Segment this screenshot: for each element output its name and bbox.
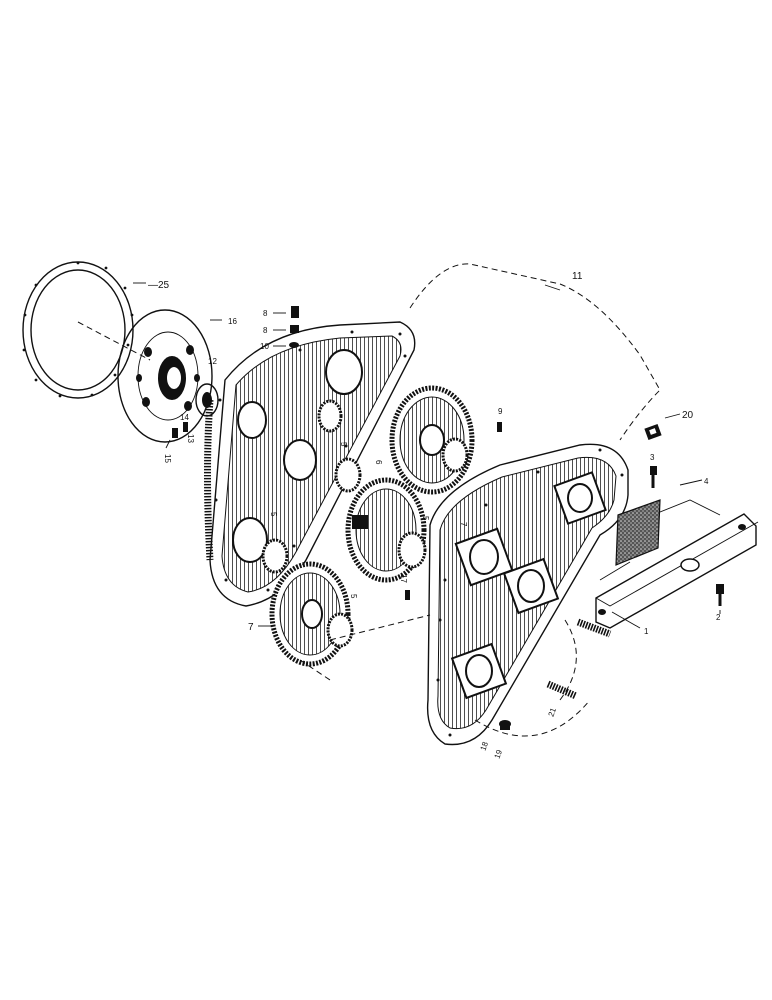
callout-13: 13 [186,434,195,443]
callout-7a: 7 [459,522,468,527]
callout-9: 9 [498,407,503,416]
callout-17: 17 [399,574,408,583]
gasket-ring [22,261,134,399]
callout-6: 6 [374,460,383,465]
coupling-disc [117,309,213,443]
lower-gear [269,561,354,667]
dowel-pins [405,422,502,600]
callout-3: 3 [650,453,655,462]
bolt-3-and-clip [644,423,662,488]
top-bolts [273,306,299,348]
callout-12: 12 [208,357,217,366]
middle-gear [345,477,427,583]
bolt-2 [716,584,724,606]
drain-plug [499,720,511,730]
callout-7b: 7 [248,622,254,633]
assembly-outline [409,263,661,441]
callout-20: 20 [682,410,694,421]
callout-15: 15 [163,454,172,463]
callout-4: 4 [704,477,709,486]
left-gear-housing [204,321,416,607]
callout-8b: 8 [263,326,268,335]
callout-19: 19 [492,748,504,760]
mounting-bracket [595,499,759,629]
callout-5c: 5 [421,516,430,521]
callout-5a: 5 [339,442,348,447]
gasket-plate [615,499,661,566]
callout-11: 11 [572,271,583,282]
callout-10: 10 [260,342,269,351]
upper-gear [389,385,475,495]
small-bolts [165,422,188,449]
callout-labels: ―25 16 8 8 10 12 14 13 15 11 9 20 3 4 5 … [148,271,721,760]
callout-5b: 5 [269,512,278,517]
callout-1: 1 [644,627,649,636]
callout-8a: 8 [263,309,268,318]
callout-25: ―25 [148,280,170,291]
callout-14: 14 [180,413,189,422]
threaded-studs [546,618,612,701]
callout-18: 18 [478,740,490,752]
leader-lines [210,284,721,629]
callout-16: 16 [228,317,237,326]
callout-5d: 5 [349,594,358,599]
right-gear-cover [426,443,629,746]
callout-2: 2 [716,613,721,622]
callout-21: 21 [546,706,558,718]
